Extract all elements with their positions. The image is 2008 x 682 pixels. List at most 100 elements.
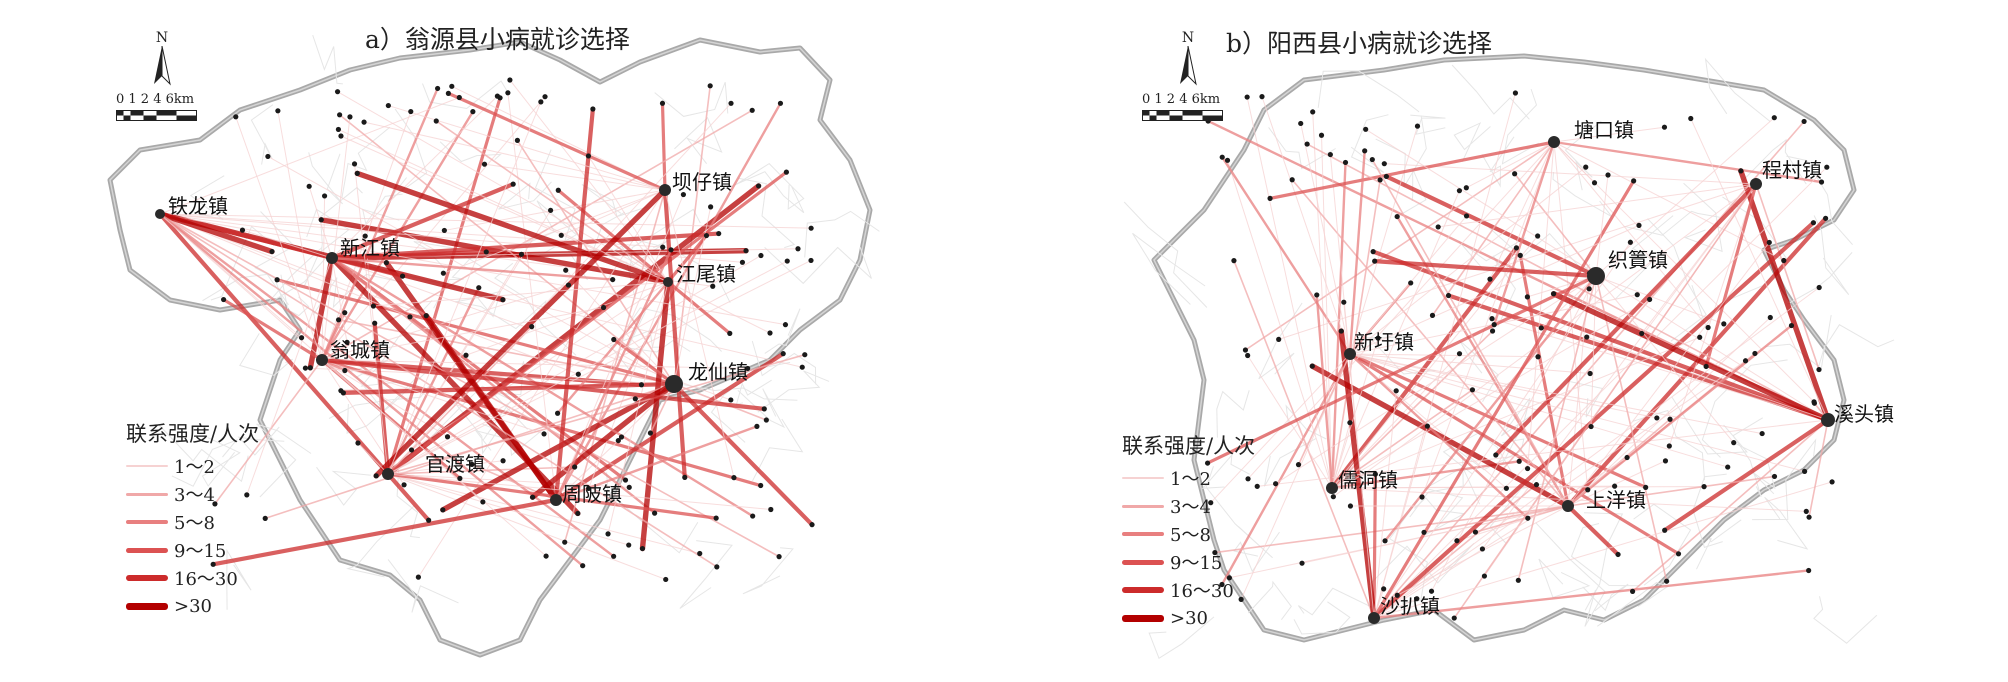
town-center xyxy=(326,252,338,264)
village-point xyxy=(1666,443,1672,449)
village-point xyxy=(563,267,569,273)
boundary-line xyxy=(1123,201,1208,308)
boundary-line xyxy=(226,548,252,610)
village-point xyxy=(1394,592,1400,598)
boundary-line xyxy=(1787,252,1853,305)
flow-line xyxy=(387,260,788,475)
village-point xyxy=(1383,173,1389,180)
flow-line xyxy=(354,163,389,475)
village-point xyxy=(362,233,368,239)
boundary-line xyxy=(725,171,805,214)
village-point xyxy=(783,169,790,175)
flow-line xyxy=(386,286,480,476)
boundary-line xyxy=(757,370,830,413)
village-point xyxy=(306,183,312,189)
flow-line xyxy=(423,312,559,503)
village-point xyxy=(1273,481,1279,487)
boundary-line xyxy=(764,308,801,354)
village-point xyxy=(518,251,525,257)
flow-line xyxy=(1489,141,1555,280)
village-point xyxy=(408,447,415,453)
flow-line xyxy=(211,497,559,567)
village-point xyxy=(1517,252,1523,258)
village-point xyxy=(1701,484,1707,490)
flow-line xyxy=(159,97,460,215)
legend-item: >30 xyxy=(1122,604,1255,632)
flow-line xyxy=(1373,120,1805,619)
village-point xyxy=(1535,354,1541,360)
village-point xyxy=(507,77,513,83)
town-center xyxy=(1587,267,1605,285)
village-point xyxy=(652,510,658,516)
village-point xyxy=(1414,596,1420,602)
village-point xyxy=(335,126,342,133)
village-point xyxy=(767,330,773,336)
village-point xyxy=(638,382,645,388)
village-point xyxy=(749,107,755,113)
village-point xyxy=(244,492,250,498)
village-point xyxy=(373,473,379,479)
village-point xyxy=(370,303,376,309)
flow-line xyxy=(1331,179,1381,489)
flow-line xyxy=(320,110,475,362)
village-point xyxy=(1310,109,1316,115)
town-label: 程村镇 xyxy=(1762,158,1822,182)
flow-line xyxy=(1755,183,1820,371)
village-point xyxy=(1408,280,1414,286)
village-point xyxy=(529,494,536,500)
village-point xyxy=(1393,388,1399,394)
village-point xyxy=(441,227,447,234)
legend-item: 9～15 xyxy=(126,536,259,564)
village-point xyxy=(415,574,421,580)
legend: 联系强度/人次 1～2 3～4 5～8 9～15 16～30 >30 xyxy=(126,418,259,620)
town-center xyxy=(550,494,562,506)
village-point xyxy=(1627,239,1633,245)
flow-line xyxy=(1372,259,1599,279)
village-point xyxy=(1289,177,1295,183)
village-point xyxy=(713,515,719,521)
flow-line xyxy=(1513,172,1597,277)
town-label: 江尾镇 xyxy=(676,262,736,286)
flow-line xyxy=(664,189,735,479)
flow-line xyxy=(241,229,333,259)
scale-numbers: 0 1 2 4 6km xyxy=(1142,92,1221,107)
village-point xyxy=(1338,328,1344,334)
flow-line xyxy=(1247,141,1555,480)
boundary-line xyxy=(1764,496,1809,550)
village-point xyxy=(298,335,305,341)
boundary-line xyxy=(1623,210,1720,236)
village-point xyxy=(1605,172,1611,178)
flow-line xyxy=(235,116,323,361)
village-point xyxy=(802,352,808,358)
flow-line xyxy=(340,135,669,283)
flow-line xyxy=(1465,141,1555,189)
flow-lines xyxy=(157,79,815,580)
legend: 联系强度/人次 1～2 3～4 5～8 9～15 16～30 >30 xyxy=(1122,430,1255,632)
boundary-line xyxy=(804,210,880,258)
boundary-line xyxy=(341,126,391,198)
boundary-line xyxy=(1293,601,1351,635)
boundary-line xyxy=(683,384,798,401)
flow-line xyxy=(1481,183,1757,550)
town-center xyxy=(1326,482,1338,494)
village-point xyxy=(1624,454,1630,461)
flow-line xyxy=(1256,419,1829,487)
flow-line xyxy=(440,381,677,513)
legend-item: 9～15 xyxy=(1122,548,1255,576)
boundary-line xyxy=(581,184,648,218)
boundary-line xyxy=(1704,57,1771,122)
village-point xyxy=(1586,286,1592,292)
town-label: 塘口镇 xyxy=(1574,118,1634,142)
village-point xyxy=(1491,322,1497,328)
village-point xyxy=(483,249,489,255)
flow-line xyxy=(1349,353,1591,374)
town-center xyxy=(1821,413,1835,427)
flow-line xyxy=(1553,141,1709,328)
village-point xyxy=(554,410,561,416)
village-point xyxy=(1372,258,1378,264)
boundary-line xyxy=(1671,396,1748,455)
village-point xyxy=(1493,452,1499,458)
village-point xyxy=(795,246,801,252)
village-point xyxy=(470,109,476,115)
flow-line xyxy=(321,284,569,361)
